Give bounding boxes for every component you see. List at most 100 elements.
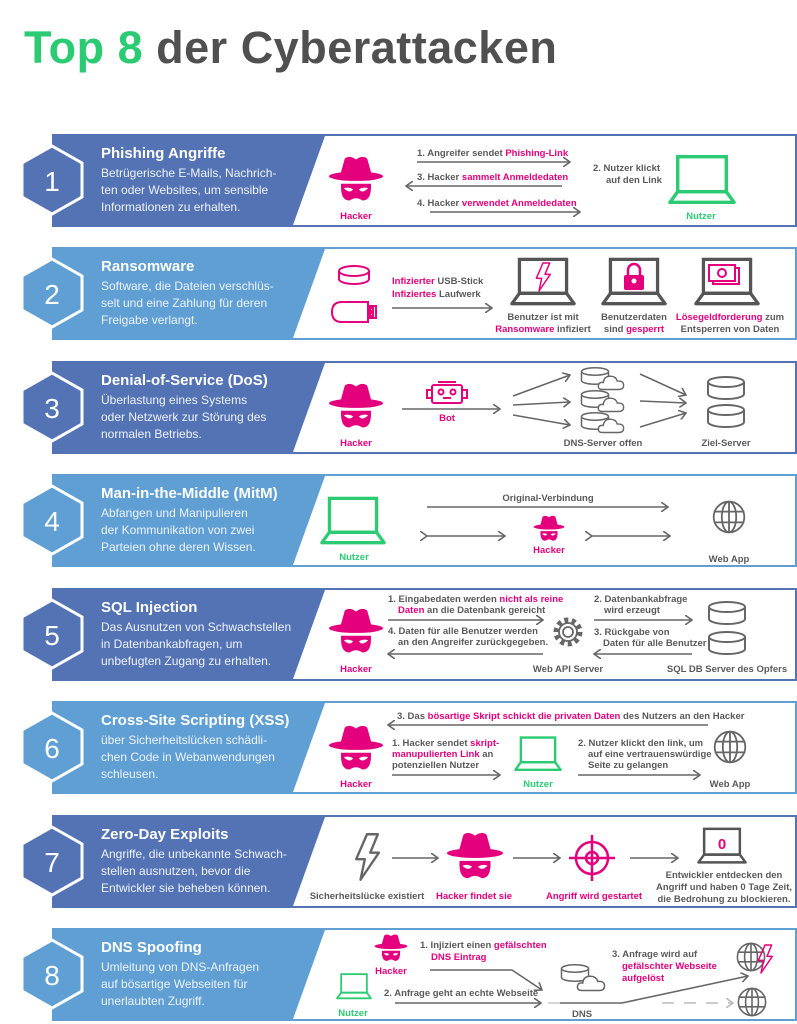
- card-desc-line: über Sicherheitslücken schädli-: [101, 733, 267, 747]
- infection-label: Infiziertes Laufwerk: [392, 289, 481, 300]
- step-label: 2. Nutzer klickt: [593, 163, 661, 174]
- arrow-fan: [512, 402, 570, 405]
- arrow-fan: [512, 375, 570, 397]
- user-label: Nutzer: [523, 779, 553, 790]
- card-number: 5: [44, 620, 60, 651]
- step-label: 1. Injiziert einen gefälschten: [420, 940, 547, 951]
- step-label: 3. Das bösartige Skript schickt die priv…: [397, 711, 745, 722]
- card-desc-line: unerlaubten Zugriff.: [101, 994, 205, 1008]
- step-label: 2. Nutzer klickt den link, um: [578, 738, 703, 749]
- arrow-converge: [639, 373, 686, 395]
- step-label: wird erzeugt: [603, 605, 661, 616]
- user-label: Nutzer: [686, 211, 716, 222]
- hacker-label: Hacker: [375, 966, 407, 977]
- lock-icon: [624, 262, 644, 290]
- card-title: Man-in-the-Middle (MitM): [101, 485, 278, 502]
- card-number: 8: [44, 960, 60, 991]
- attack-card-dns-spoofing: 8 DNS Spoofing Umleitung von DNS-Anfrage…: [0, 928, 797, 1021]
- step-label: Seite zu gelangen: [588, 760, 668, 771]
- arrow-fan: [512, 414, 570, 425]
- card-desc-line: Entwickler sie beheben können.: [101, 881, 270, 895]
- card-desc-line: auf bösartige Webseiten für: [101, 977, 248, 991]
- bot-icon: [426, 381, 468, 404]
- infection-label: Infizierter USB-Stick: [392, 276, 484, 287]
- hacker-label: Hacker: [340, 779, 372, 790]
- card-title: DNS Spoofing: [101, 939, 202, 956]
- user-label: Nutzer: [339, 552, 369, 563]
- step-label: auf den Link: [606, 175, 663, 186]
- diagram-panel: [293, 363, 795, 452]
- card-number: 6: [44, 733, 60, 764]
- number-hexagon: [20, 938, 84, 1010]
- database-icon: [708, 601, 746, 625]
- card-desc-line: Informationen zu erhalten.: [101, 200, 240, 214]
- database-icon: [707, 376, 745, 400]
- page-title: Top 8 der Cyberattacken: [24, 22, 557, 74]
- step-label: Daten für alle Benutzer: [603, 638, 707, 649]
- step-label: 1. Eingabedaten werden nicht als reine: [388, 594, 563, 605]
- dns-label: DNS-Server offen: [564, 438, 643, 449]
- step-label: 3. Rückgabe von: [594, 627, 670, 638]
- card-desc-line: Software, die Dateien verschlüs-: [101, 279, 274, 293]
- number-hexagon: [20, 144, 84, 216]
- diagram-panel: [293, 930, 795, 1019]
- number-hexagon: [20, 371, 84, 443]
- card-title: Denial-of-Service (DoS): [101, 372, 268, 389]
- db-server-label: SQL DB Server des Opfers: [667, 664, 787, 675]
- diagram-panel: [293, 590, 795, 679]
- target-icon: [569, 835, 615, 881]
- hacker-label: Hacker: [340, 664, 372, 675]
- step-label: 1. Angreifer sendet Phishing-Link: [417, 148, 569, 159]
- card-desc-line: Freigabe verlangt.: [101, 313, 198, 327]
- step-label: potenziellen Nutzer: [392, 760, 479, 771]
- attack-card-phishing: 1 Phishing Angriffe Betrügerische E-Mail…: [0, 134, 797, 227]
- card-desc-line: ten oder Websites, um sensible: [101, 183, 269, 197]
- step-label: aufgelöst: [622, 973, 665, 984]
- attack-card-sql-injection: 5 SQL Injection Das Ausnutzen von Schwac…: [0, 588, 797, 681]
- step-label: 3. Hacker sammelt Anmeldedaten: [417, 172, 568, 183]
- number-hexagon: [20, 598, 84, 670]
- usb-stick-icon: [330, 301, 377, 323]
- web-app-label: Web App: [709, 554, 750, 565]
- diagram-panel: [293, 817, 795, 906]
- database-icon: [707, 404, 745, 428]
- caption: Benutzerdaten: [601, 312, 667, 323]
- step-label: 4. Daten für alle Benutzer werden: [388, 626, 538, 637]
- title-highlight: Top 8: [24, 22, 144, 73]
- card-desc-line: oder Netzwerk zur Störung des: [101, 410, 266, 424]
- caption: Lösegeldforderung zum: [676, 312, 784, 323]
- attack-card-dos: 3 Denial-of-Service (DoS) Überlastung ei…: [0, 361, 797, 454]
- step-label: Daten an die Datenbank gereicht: [398, 605, 546, 616]
- user-label: Nutzer: [338, 1008, 368, 1019]
- caption: Ransomware infiziert: [495, 324, 591, 335]
- card-number: 2: [44, 279, 60, 310]
- step-label: 3. Anfrage wird auf: [612, 949, 698, 960]
- card-desc-line: unbefugten Zugang zu erhalten.: [101, 654, 271, 668]
- card-title: Phishing Angriffe: [101, 145, 225, 162]
- card-number: 3: [44, 393, 60, 424]
- original-connection-label: Original-Verbindung: [502, 493, 594, 504]
- card-desc-line: schleusen.: [101, 767, 158, 781]
- card-desc-line: selt und eine Zahlung für deren: [101, 296, 267, 310]
- attack-started-label: Angriff wird gestartet: [546, 891, 643, 902]
- arrow-converge: [639, 413, 686, 428]
- zero-days-counter: 0: [718, 836, 726, 853]
- arrow-redirect: [560, 976, 748, 1004]
- card-desc-line: Angriffe, die unbekannte Schwach-: [101, 847, 287, 861]
- developer-label: Angriff und haben 0 Tage Zeit,: [656, 882, 792, 893]
- card-desc-line: normalen Betriebs.: [101, 427, 202, 441]
- step-label: auf eine vertrauenswürdige: [588, 749, 712, 760]
- step-label: 1. Hacker sendet skript-: [392, 738, 499, 749]
- number-hexagon: [20, 825, 84, 897]
- card-desc-line: in Datenbankabfragen, um: [101, 637, 242, 651]
- card-desc-line: Überlastung eines Systems: [101, 393, 247, 407]
- number-hexagon: [20, 257, 84, 329]
- caption: Entsperren von Daten: [681, 324, 780, 335]
- hacker-label: Hacker: [340, 438, 372, 449]
- attack-card-zero-day: 7 Zero-Day Exploits Angriffe, die unbeka…: [0, 815, 797, 908]
- hacker-label: Hacker: [533, 545, 565, 556]
- card-desc-line: Parteien ohne deren Wissen.: [101, 540, 256, 554]
- number-hexagon: [20, 711, 84, 783]
- step-label: DNS Eintrag: [431, 952, 487, 963]
- card-title: Cross-Site Scripting (XSS): [101, 712, 289, 729]
